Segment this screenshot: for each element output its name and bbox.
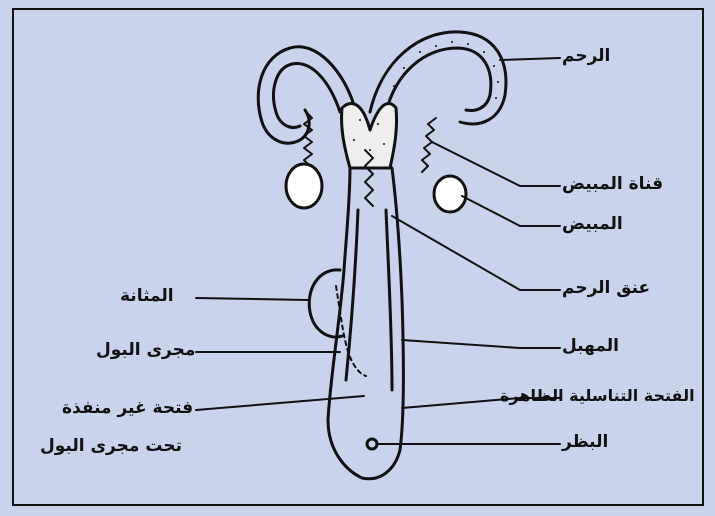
- leader-bladder: [196, 298, 308, 300]
- label-blind-opening-line2: تحت مجرى البول: [40, 436, 182, 456]
- left-ovary: [286, 164, 322, 208]
- vagina-inner: [346, 210, 392, 390]
- label-urethra: مجرى البول: [96, 340, 195, 360]
- label-bladder: المثانة: [120, 286, 174, 306]
- leader-blind: [196, 396, 364, 410]
- label-blind-opening-line1: فتحة غير منفذة: [62, 398, 193, 418]
- right-ovary: [434, 176, 466, 212]
- uterine-body: [342, 103, 397, 168]
- label-ovary: المبيض: [562, 214, 623, 234]
- clitoris-mark: [367, 439, 377, 449]
- label-uterus: الرحم: [562, 46, 610, 66]
- leader-ovary: [462, 196, 560, 226]
- label-cervix: عنق الرحم: [562, 278, 650, 298]
- right-oviduct: [422, 118, 436, 172]
- left-oviduct: [304, 112, 312, 166]
- label-clitoris: البظر: [562, 432, 608, 452]
- leader-uterus: [500, 58, 560, 60]
- label-vagina: المهبل: [562, 336, 619, 356]
- label-oviduct: قناة المبيض: [562, 174, 663, 194]
- leader-cervix: [392, 216, 560, 290]
- leader-vagina: [402, 340, 560, 348]
- label-vulva-opening: الفتحة التناسلية الظاهرة: [500, 386, 695, 405]
